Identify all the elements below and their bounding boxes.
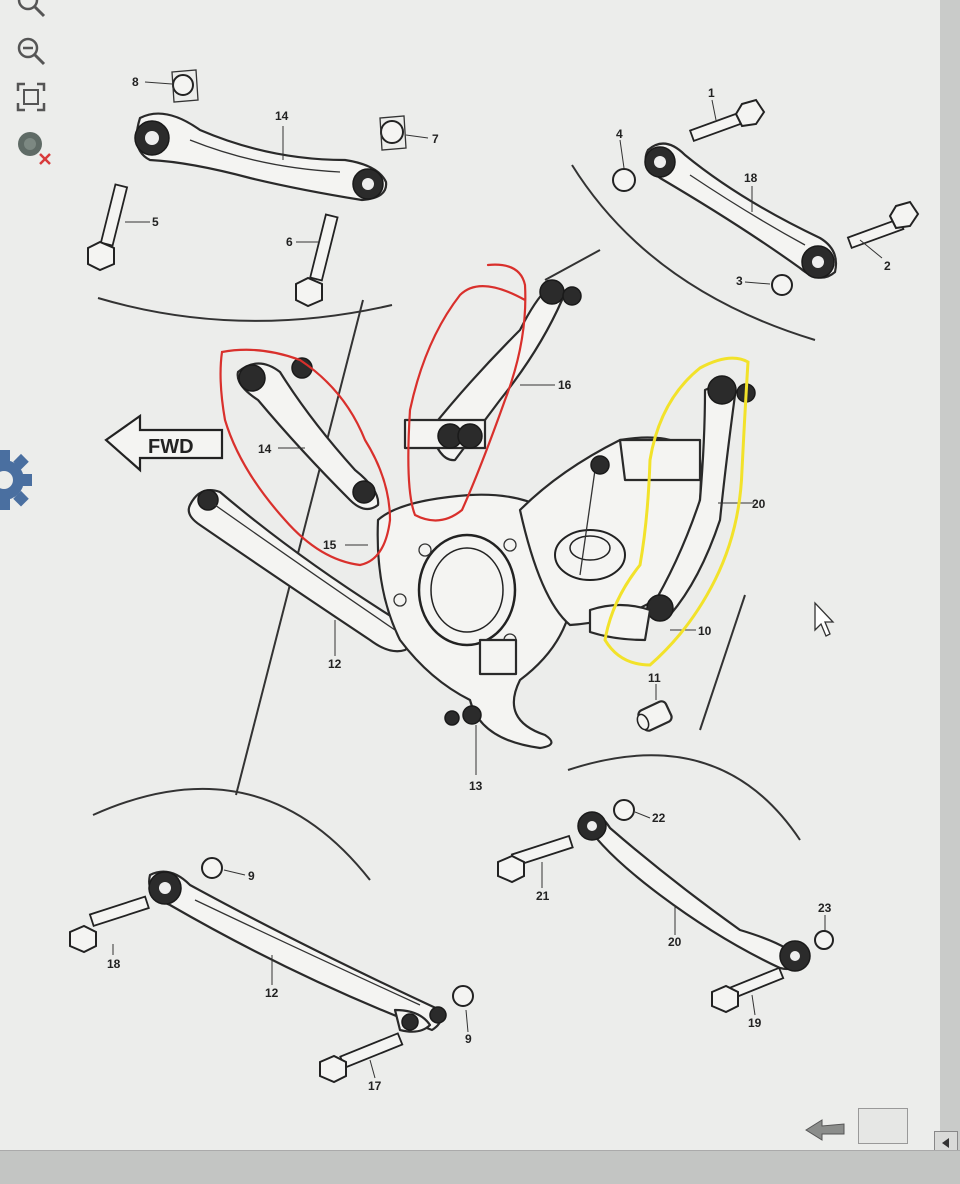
upper-arm-14-detail <box>134 112 388 202</box>
callout-15: 15 <box>323 538 337 552</box>
callout-23: 23 <box>818 901 832 915</box>
zoom-in-icon <box>17 0 46 18</box>
callout-8: 8 <box>132 75 139 89</box>
callout-11: 11 <box>648 671 661 685</box>
detail-arc-bottom-right <box>567 754 801 841</box>
nut-22 <box>613 799 635 821</box>
callout-4: 4 <box>616 127 623 141</box>
detail-arc-top-right <box>571 164 816 341</box>
callout-3: 3 <box>736 274 743 288</box>
detail-line-left <box>235 299 364 796</box>
detail-line-right <box>699 594 746 731</box>
nut-9-top <box>201 857 223 879</box>
zoom-out-button[interactable] <box>14 34 48 68</box>
bolt-5 <box>87 183 129 272</box>
bolt-2 <box>846 200 920 250</box>
nut-9-bottom <box>452 985 474 1007</box>
left-toolbar <box>6 0 56 190</box>
toe-arm-20-assembly <box>588 375 756 642</box>
red-highlight-arm-14 <box>219 348 392 567</box>
callout-9-bottom: 9 <box>465 1032 472 1046</box>
detail-arc-bottom-left <box>92 787 371 881</box>
upper-arm-14-assembly <box>236 357 380 511</box>
page-thumbnail-frame[interactable] <box>858 1108 908 1144</box>
upper-arm-18-detail <box>644 142 838 279</box>
bottom-status-bar <box>0 1150 960 1184</box>
red-highlight-arm-16 <box>407 263 527 522</box>
bolt-21 <box>497 834 574 884</box>
mouse-cursor-icon <box>814 601 835 637</box>
nut-8 <box>171 69 199 103</box>
callout-6: 6 <box>286 235 293 249</box>
callout-13: 13 <box>469 779 483 793</box>
callout-18-bottom: 18 <box>107 957 121 971</box>
clear-markup-icon <box>18 132 51 165</box>
callout-18-detail: 18 <box>744 171 758 185</box>
fit-page-button[interactable] <box>14 80 48 114</box>
nut-23 <box>814 930 834 950</box>
callout-7: 7 <box>432 132 439 146</box>
knuckle-hub <box>376 493 575 750</box>
bolt-6 <box>295 213 339 308</box>
callout-19: 19 <box>748 1016 762 1030</box>
callout-20-detail: 20 <box>668 935 682 949</box>
page-back-button[interactable] <box>800 1112 850 1142</box>
nut-3 <box>771 274 793 296</box>
callout-2: 2 <box>884 259 891 273</box>
lower-arm-12-assembly <box>187 489 414 653</box>
callout-10: 10 <box>698 624 712 638</box>
bolt-18 <box>69 895 150 954</box>
callout-1: 1 <box>708 86 715 100</box>
fit-page-icon <box>16 82 46 112</box>
bolt-1 <box>688 98 766 143</box>
upper-arm-16-assembly <box>403 279 582 462</box>
bolt-17 <box>319 1032 404 1084</box>
callout-9-top: 9 <box>248 869 255 883</box>
settings-button[interactable] <box>0 430 38 530</box>
bushing-11 <box>636 700 673 732</box>
clear-markup-button[interactable] <box>14 128 51 165</box>
callout-14-detail: 14 <box>275 109 289 123</box>
gear-icon <box>0 450 32 510</box>
bolt-19 <box>711 966 785 1014</box>
leader-lines <box>112 81 883 1079</box>
callout-20-main: 20 <box>752 497 766 511</box>
toe-arm-20-detail <box>577 811 811 972</box>
detail-arc-top-left <box>97 297 393 322</box>
callout-12-main: 12 <box>328 657 342 671</box>
callout-12-detail: 12 <box>265 986 279 1000</box>
zoom-in-button[interactable] <box>14 0 48 20</box>
callout-22: 22 <box>652 811 666 825</box>
callout-labels: 1 2 3 4 5 6 7 8 9 9 10 11 12 12 13 14 14… <box>107 75 891 1093</box>
scroll-left-arrow-icon <box>942 1138 949 1148</box>
callout-5: 5 <box>152 215 159 229</box>
zoom-out-icon <box>17 37 46 66</box>
lower-arm-12-detail <box>148 870 447 1033</box>
spring-seat-damper <box>518 436 702 627</box>
callout-21: 21 <box>536 889 550 903</box>
fwd-label: FWD <box>148 436 194 458</box>
back-arrow-icon <box>805 1119 845 1141</box>
detail-line-top <box>544 249 601 281</box>
nut-7 <box>379 115 407 151</box>
forward-direction-arrow: FWD <box>104 413 224 473</box>
yellow-highlight-arm-20 <box>603 356 750 667</box>
callout-16: 16 <box>558 378 572 392</box>
callout-17: 17 <box>368 1079 382 1093</box>
callout-14-main: 14 <box>258 442 272 456</box>
nut-4 <box>612 168 636 192</box>
